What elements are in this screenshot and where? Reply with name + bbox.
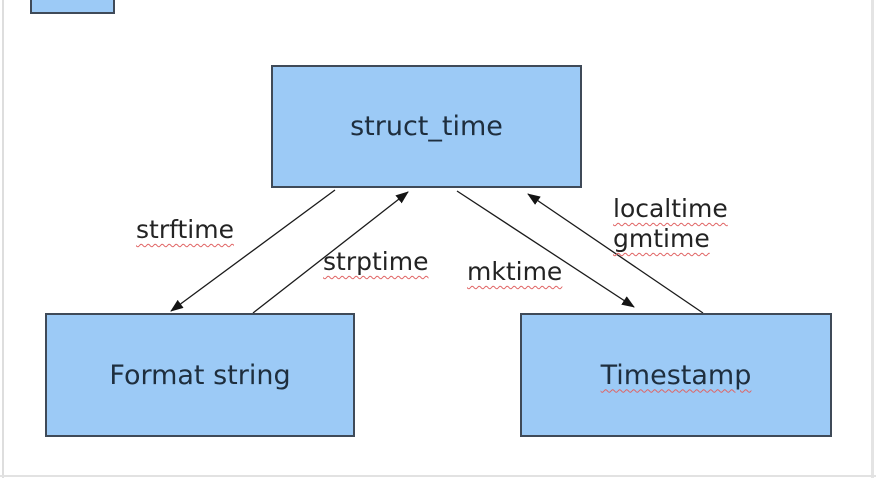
- edge-label-localtime-gmtime: localtime gmtime: [613, 194, 728, 254]
- page-border-left: [2, 0, 4, 478]
- page-border-bottom: [0, 475, 876, 477]
- arrow-mktime: [456, 190, 635, 308]
- edge-label-strftime: strftime: [136, 215, 234, 245]
- node-timestamp: Timestamp: [520, 313, 832, 437]
- strftime-text: strftime: [136, 215, 234, 244]
- page-border-right: [871, 0, 874, 478]
- arrow-strftime: [170, 189, 336, 312]
- mktime-text: mktime: [467, 257, 563, 286]
- node-struct-time: struct_time: [271, 65, 582, 188]
- node-timestamp-label: Timestamp: [600, 359, 752, 391]
- edge-label-strptime: strptime: [323, 247, 428, 277]
- edge-label-mktime: mktime: [467, 257, 562, 287]
- node-struct-time-label: struct_time: [350, 111, 503, 142]
- localtime-text: localtime: [613, 194, 728, 223]
- node-format-string-label: Format string: [109, 359, 291, 391]
- gmtime-text: gmtime: [613, 224, 710, 253]
- cropped-box-fragment: [30, 0, 115, 14]
- strptime-text: strptime: [323, 247, 429, 276]
- node-format-string: Format string: [45, 313, 355, 437]
